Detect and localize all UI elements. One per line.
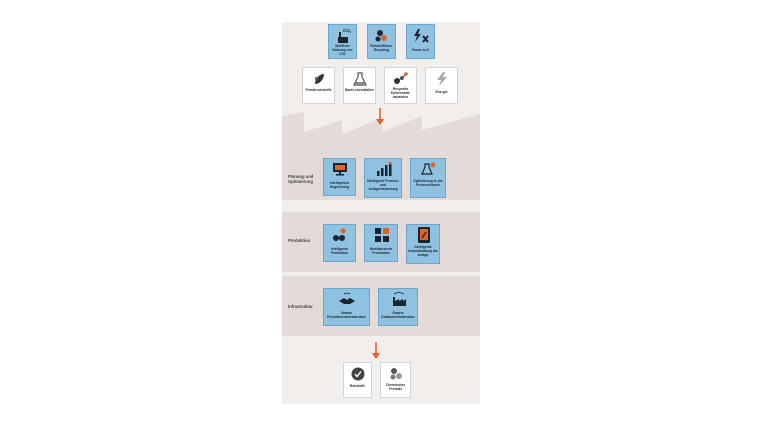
output-label: Rohstoffe [349, 384, 366, 388]
infra-tile-building: Smarte Gebäudeinfrastruktur [378, 288, 418, 326]
checkmark-icon [351, 367, 365, 381]
lightning-icon [437, 72, 447, 86]
input-tile-recycled-carbon: Recycelte Kohlenstoff-bausteine [384, 67, 417, 104]
flask-icon [353, 72, 367, 86]
planning-tile-process-chemistry: Optimierung in der Prozesschemie [410, 158, 446, 198]
co2-factory-icon: CO2 [338, 28, 351, 43]
co2-badge: CO2 [343, 28, 351, 34]
output-tile-chemical-product: Chemisches Produkt [380, 362, 411, 398]
tile-label: Smarte Produktionsinfrastruktur [327, 311, 366, 319]
tile-label: Optimierung in der Prozesschemie [413, 179, 443, 187]
section-label-infrastructure: Infrastruktur [288, 304, 313, 309]
input-label: Stoffliche Nutzung von CO2 [332, 44, 353, 56]
tile-label: Intelligentes Engineering [329, 181, 350, 189]
tablet-wrench-icon [418, 227, 430, 243]
tile-label: Intelligente Prozess- und Anlagensteueru… [366, 179, 400, 191]
tile-label: Intelligente Produktion [330, 247, 349, 255]
tile-label: Smarte Gebäudeinfrastruktur [381, 311, 415, 319]
molecule-icon [394, 72, 408, 84]
infra-tile-production: Smarte Produktionsinfrastruktur [323, 288, 370, 326]
lightning-x-icon [414, 29, 429, 43]
leaf-drop-icon [314, 74, 324, 84]
flask-gear-icon [421, 162, 436, 175]
recycling-icon [375, 30, 387, 42]
flow-arrow-down [376, 108, 384, 125]
tile-label: Intelligente Instandhaltung der Anlage [408, 245, 438, 257]
input-tile-co2: CO2 Stoffliche Nutzung von CO2 [328, 24, 357, 59]
monitor-icon [333, 163, 347, 176]
output-label: Chemisches Produkt [385, 383, 406, 391]
recycling-gray-icon [390, 368, 402, 380]
production-tile-maintenance: Intelligente Instandhaltung der Anlage [406, 224, 440, 264]
input-tile-primary: Primär-rohstoffe [302, 67, 335, 104]
tile-label: Modularisierte Produktion [369, 247, 393, 255]
input-label: Basis-chemikalien [345, 88, 374, 92]
modules-icon [375, 228, 389, 242]
flow-arrow-down [372, 342, 380, 359]
production-tile-modular: Modularisierte Produktion [364, 224, 398, 262]
input-tile-recycling: Rohstofflicher Recycling [367, 24, 396, 59]
input-label: Recycelte Kohlenstoff-bausteine [390, 87, 411, 99]
input-label: Power-to-X [411, 48, 430, 52]
section-infrastructure: Infrastruktur Smarte Produktionsinfrastr… [282, 276, 480, 336]
molecule-gear-icon [333, 228, 346, 241]
input-label: Energie [435, 90, 448, 94]
handshake-wifi-icon [339, 292, 355, 304]
planning-tile-process-control: Intelligente Prozess- und Anlagensteueru… [364, 158, 402, 198]
planning-tile-engineering: Intelligentes Engineering [323, 158, 356, 196]
section-label-planning: Planung und Optimierung [288, 174, 314, 185]
input-tile-power-to-x: Power-to-X [406, 24, 435, 59]
output-tile-raw-materials: Rohstoffe [343, 362, 372, 398]
co2-badge-subscript: 2 [350, 30, 351, 34]
input-tile-basis: Basis-chemikalien [343, 67, 376, 104]
input-label: Primär-rohstoffe [305, 88, 332, 92]
value-chain-diagram: CO2 Stoffliche Nutzung von CO2 Rohstoffl… [282, 22, 480, 404]
section-label-production: Produktion [288, 238, 311, 243]
input-tile-energy: Energie [425, 67, 458, 104]
bar-chart-icon [377, 162, 392, 176]
factory-wifi-icon [393, 292, 406, 306]
input-label: Rohstofflicher Recycling [370, 44, 393, 52]
section-production: Produktion Intelligente Produktion Modul… [282, 212, 480, 272]
production-tile-intelligent: Intelligente Produktion [323, 224, 356, 262]
